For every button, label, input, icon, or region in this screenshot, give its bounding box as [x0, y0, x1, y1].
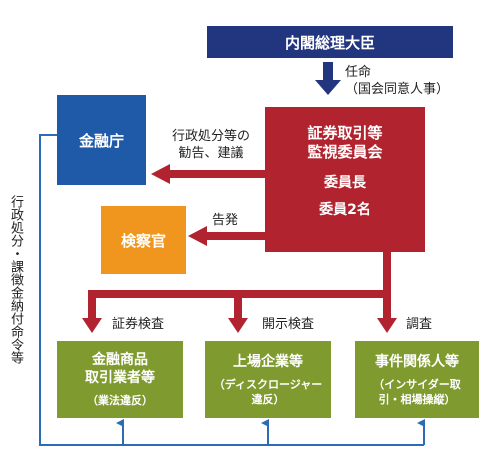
recommend-arrow — [151, 164, 265, 184]
recommend-text-2: 勧告、建議 — [178, 146, 244, 161]
related-persons-box: 事件関係人等 （インサイダー取 引・相場操縦） — [355, 341, 479, 418]
listed-name: 上場企業等 — [233, 353, 303, 370]
appoint-arrow — [315, 62, 341, 95]
listed-note-1: （ディスクロージャー — [213, 377, 323, 391]
fibo-name-2: 取引業者等 — [85, 370, 155, 386]
admin-action-line — [39, 134, 425, 446]
sesc-members: 委員2名 — [319, 202, 371, 218]
sesc-box: 証券取引等 監視委員会 委員長 委員2名 — [265, 107, 425, 252]
prime-minister-box: 内閣総理大臣 — [207, 26, 453, 58]
accuse-label: 告発 — [212, 213, 239, 228]
listed-companies-box: 上場企業等 （ディスクロージャー 違反） — [205, 341, 331, 418]
listed-note-2: 違反） — [251, 392, 285, 406]
prime-minister-label: 内閣総理大臣 — [284, 33, 375, 52]
admin-action-label: 行政処分・課徴金納付命令等 — [8, 195, 23, 364]
accuse-arrow — [188, 226, 265, 246]
sesc-chair: 委員長 — [324, 175, 366, 191]
consent-text: （国会同意人事） — [345, 82, 450, 97]
fibo-box: 金融商品 取引業者等 （業法違反） — [57, 341, 183, 418]
prosecutor-box: 検察官 — [101, 206, 186, 274]
recommend-text-1: 行政処分等の — [171, 129, 250, 144]
fibo-name-1: 金融商品 — [92, 352, 148, 368]
investigation-label: 調査 — [406, 317, 433, 332]
fibo-note: （業法違反） — [87, 394, 153, 407]
appoint-text: 任命 — [345, 65, 372, 80]
sec-inspection-label: 証券検査 — [112, 317, 165, 332]
sesc-name-2: 監視委員会 — [307, 143, 383, 161]
related-note-1: （インサイダー取 — [373, 377, 461, 391]
recommend-label: 行政処分等の 勧告、建議 — [165, 128, 257, 162]
inspection-tree — [82, 252, 397, 333]
fsa-box: 金融庁 — [57, 95, 146, 185]
related-note-2: 引・相場操縦） — [378, 392, 456, 406]
fsa-label: 金融庁 — [78, 131, 124, 150]
related-name: 事件関係人等 — [375, 353, 459, 370]
disclosure-inspection-label: 開示検査 — [262, 317, 315, 332]
sesc-name-1: 証券取引等 — [307, 124, 383, 142]
appoint-label: 任命 （国会同意人事） — [345, 64, 449, 98]
prosecutor-label: 検察官 — [120, 231, 166, 250]
